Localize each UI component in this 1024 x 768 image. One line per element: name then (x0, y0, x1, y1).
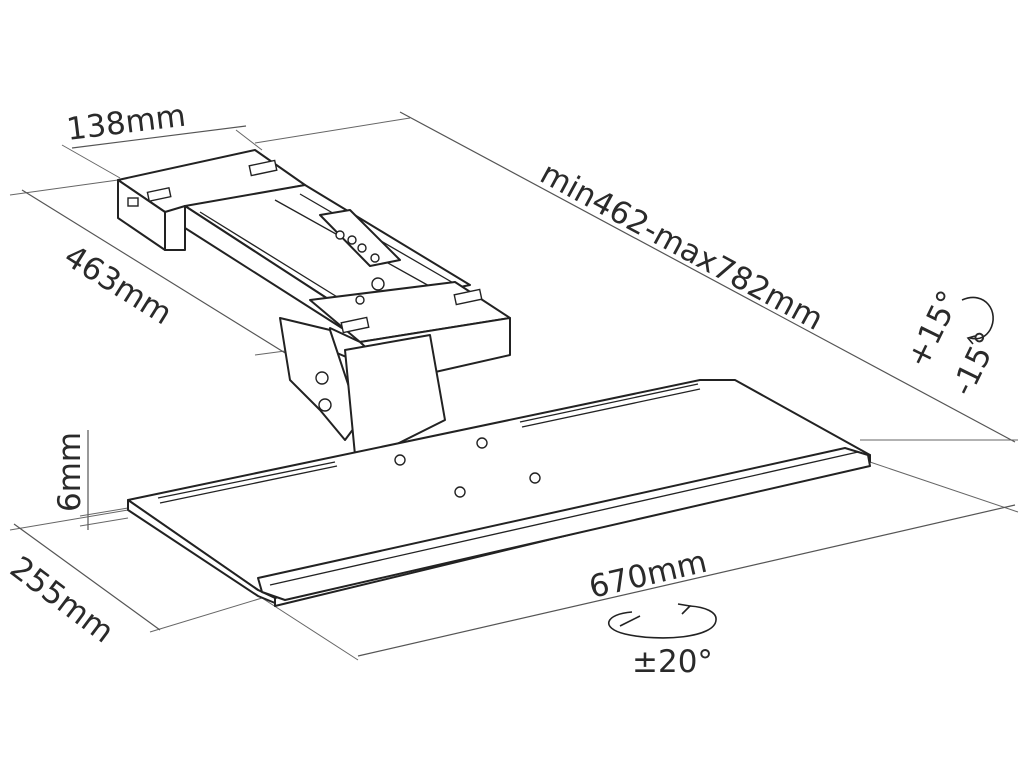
support-arm (279, 317, 446, 456)
label-255mm: 255mm (3, 550, 120, 651)
tray-hole (394, 454, 406, 466)
bracket-hole (127, 197, 139, 207)
slider-hole (335, 230, 345, 240)
bracket-slot (453, 288, 483, 306)
label-tilt-minus: -15° (945, 326, 1006, 401)
pivot-hole (355, 295, 365, 305)
keyboard-tray (127, 379, 871, 607)
pivot-hole (371, 277, 385, 291)
tilt-rotation-arrow (961, 296, 994, 345)
slider-hole (357, 243, 367, 253)
tray-hole (529, 472, 541, 484)
dimension-670-lines (261, 461, 1019, 661)
label-travel: min462-max782mm (534, 155, 829, 337)
label-6mm: 6mm (52, 432, 88, 512)
label-138mm: 138mm (65, 98, 188, 148)
arm-hole (318, 398, 332, 412)
dimension-6-lines (79, 430, 129, 530)
tray-hole (454, 486, 466, 498)
bracket-slot (146, 186, 172, 203)
dimension-travel-lines (254, 111, 1018, 443)
dimension-255-lines (9, 509, 263, 633)
label-670mm: 670mm (586, 544, 711, 606)
bracket-slot (340, 316, 370, 334)
swivel-rotation-arrow (607, 603, 717, 639)
mounting-rail (117, 149, 511, 381)
label-swivel: ±20° (632, 644, 713, 680)
slider-hole (347, 235, 357, 245)
arm-hole (315, 371, 329, 385)
label-463mm: 463mm (58, 238, 178, 332)
dimension-138-lines (61, 125, 263, 179)
tray-hole (476, 437, 488, 449)
slider-hole (370, 253, 380, 263)
bracket-slot (248, 159, 278, 177)
